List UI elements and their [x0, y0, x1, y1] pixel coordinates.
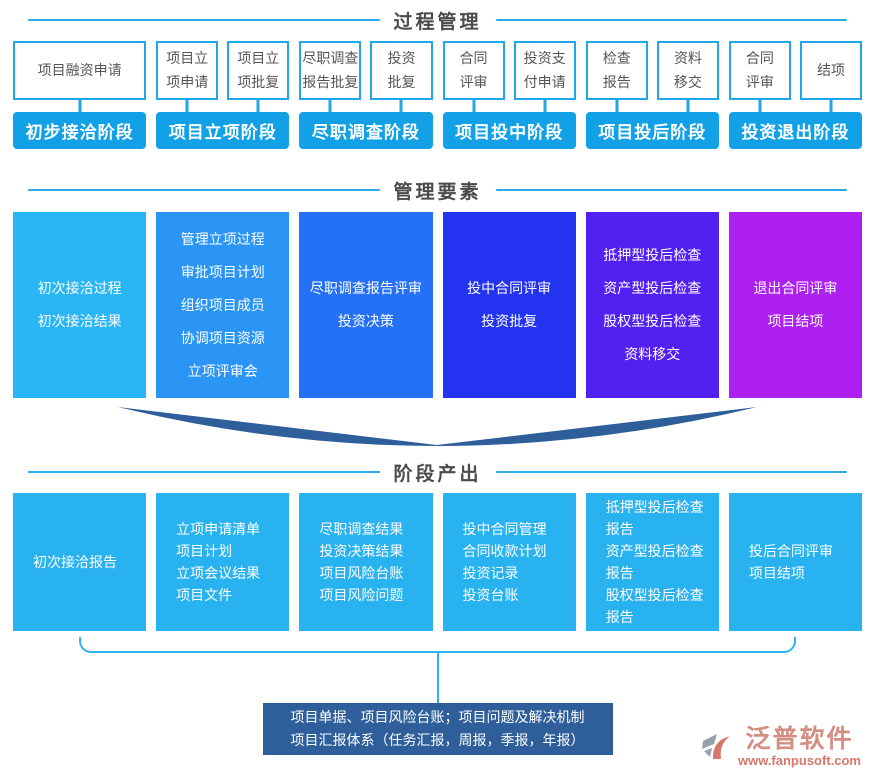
title-line-left: [28, 19, 380, 21]
process-group: 尽职调查 报告批复 投资 批复 尽职调查阶段: [299, 41, 433, 149]
stage-label: 投资退出阶段: [728, 112, 863, 149]
process-group: 合同 评审 投资支 付申请 项目投中阶段: [442, 41, 576, 149]
stage-label: 初步接洽阶段: [13, 112, 147, 149]
process-box: 投资 批复: [370, 41, 433, 100]
section-title-process: 过程管理: [0, 8, 875, 33]
bracket-connector: [79, 637, 796, 653]
stage-label: 项目立项阶段: [156, 112, 290, 149]
stage-label: 项目投中阶段: [442, 112, 576, 149]
process-box: 项目立 项申请: [156, 41, 219, 100]
element-box: 投中合同评审 投资批复: [442, 212, 576, 398]
title-line-right: [495, 471, 848, 473]
section-title-text: 阶段产出: [393, 463, 482, 485]
title-line-right: [495, 19, 848, 21]
connector-stub: [514, 100, 576, 112]
connector-stub: [299, 100, 361, 112]
process-group: 项目立 项申请 项目立 项批复 项目立项阶段: [156, 41, 290, 149]
output-box: 初次接洽报告: [13, 493, 147, 631]
output-box: 尽职调查结果 投资决策结果 项目风险台账 项目风险问题: [299, 493, 433, 631]
element-box: 初次接洽过程 初次接洽结果: [13, 212, 147, 398]
section-title-elements: 管理要素: [0, 178, 875, 203]
outputs-row: 初次接洽报告 立项申请清单 项目计划 立项会议结果 项目文件 尽职调查结果 投资…: [0, 493, 875, 631]
connector-stub: [729, 100, 791, 112]
summary-line-1: 项目单据、项目风险台账；项目问题及解决机制: [290, 708, 585, 725]
element-box: 退出合同评审 项目结项: [728, 212, 863, 398]
connector-stub: [657, 100, 719, 112]
output-box: 立项申请清单 项目计划 立项会议结果 项目文件: [156, 493, 290, 631]
logo-name: 泛普软件: [745, 725, 854, 753]
process-group: 合同 评审 结项 投资退出阶段: [728, 41, 863, 149]
element-box: 管理立项过程 审批项目计划 组织项目成员 协调项目资源 立项评审会: [156, 212, 290, 398]
element-box: 抵押型投后检查 资产型投后检查 股权型投后检查 资料移交: [585, 212, 719, 398]
process-box: 结项: [799, 41, 863, 100]
output-box: 抵押型投后检查 报告 资产型投后检查 报告 股权型投后检查 报告: [585, 493, 719, 631]
output-box: 投后合同评审 项目结项: [728, 493, 863, 631]
title-line-right: [495, 189, 848, 191]
process-box: 项目立 项批复: [227, 41, 290, 100]
section-title-text: 管理要素: [393, 181, 482, 203]
element-box: 尽职调查报告评审 投资决策: [299, 212, 433, 398]
title-line-left: [28, 471, 380, 473]
process-box: 资料 移交: [656, 41, 719, 100]
logo-url[interactable]: www.fanpusoft.com: [737, 753, 861, 768]
process-group: 项目融资申请 初步接洽阶段: [13, 41, 147, 149]
bracket-drop-line: [436, 653, 439, 703]
fanpu-logo-icon: [701, 734, 730, 759]
connector-stub: [370, 100, 432, 112]
section-title-outputs: 阶段产出: [0, 460, 875, 485]
connector-stub: [443, 100, 505, 112]
connector-stub: [13, 100, 146, 112]
summary-line-2: 项目汇报体系（任务汇报，周报，季报，年报）: [290, 732, 585, 748]
title-line-left: [28, 189, 380, 191]
stage-label: 尽职调查阶段: [299, 112, 433, 149]
process-box: 尽职调查 报告批复: [299, 41, 362, 100]
process-groups-row: 项目融资申请 初步接洽阶段 项目立 项申请 项目立 项批复 项目立项阶段 尽职调…: [0, 41, 875, 149]
connector-stub: [156, 100, 218, 112]
process-box: 合同 评审: [442, 41, 505, 100]
process-group: 检查 报告 资料 移交 项目投后阶段: [585, 41, 719, 149]
process-box: 投资支 付申请: [513, 41, 576, 100]
process-box: 项目融资申请: [13, 41, 147, 100]
connector-stub: [800, 100, 862, 112]
stage-label: 项目投后阶段: [585, 112, 719, 149]
process-box: 检查 报告: [585, 41, 648, 100]
fanpu-logo[interactable]: 泛普软件 www.fanpusoft.com: [700, 727, 861, 767]
connector-stub: [586, 100, 648, 112]
funnel-arrow: [118, 407, 757, 446]
output-box: 投中合同管理 合同收款计划 投资记录 投资台账: [442, 493, 576, 631]
elements-row: 初次接洽过程 初次接洽结果 管理立项过程 审批项目计划 组织项目成员 协调项目资…: [0, 212, 875, 398]
connector-stub: [227, 100, 289, 112]
process-box: 合同 评审: [728, 41, 791, 100]
summary-box: 项目单据、项目风险台账；项目问题及解决机制 项目汇报体系（任务汇报，周报，季报，…: [262, 703, 613, 755]
section-title-text: 过程管理: [393, 11, 482, 33]
